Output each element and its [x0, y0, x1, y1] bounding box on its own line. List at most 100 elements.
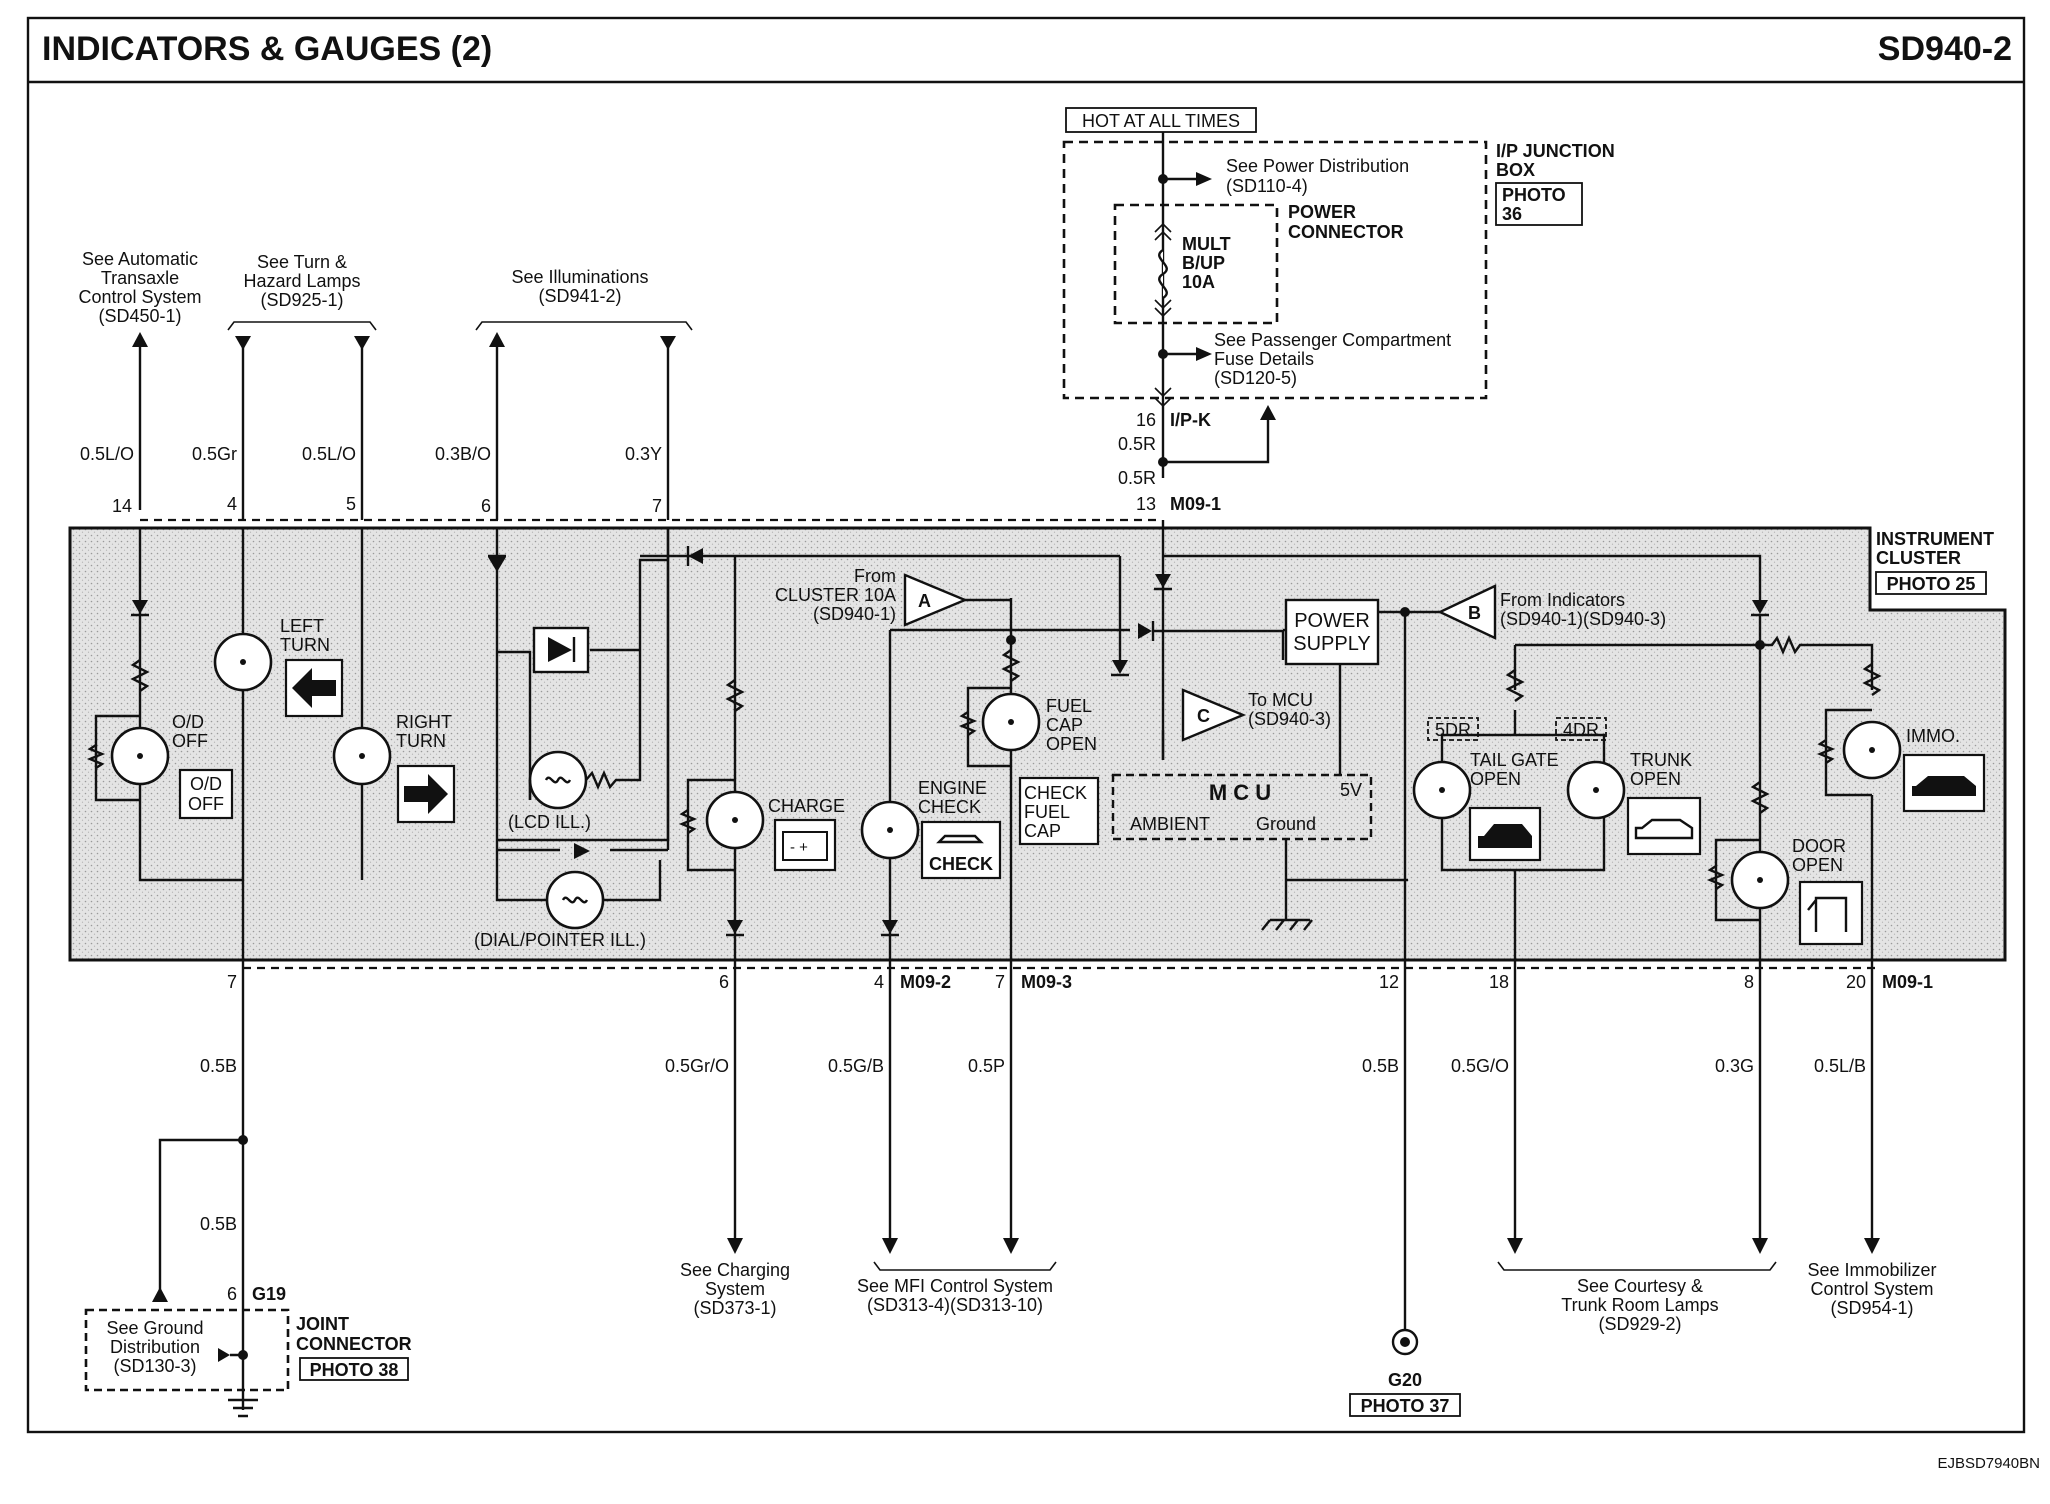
fuse-icon — [1158, 248, 1168, 300]
ground-distribution-ref: See Ground — [106, 1318, 203, 1338]
svg-text:CAP: CAP — [1046, 715, 1083, 735]
svg-text:See Illuminations: See Illuminations — [511, 267, 648, 287]
diagram-title: INDICATORS & GAUGES (2) — [42, 30, 492, 68]
fuel-cap-label: FUEL — [1046, 696, 1092, 716]
svg-text:- +: - + — [790, 839, 808, 856]
wire-color-7: 0.3Y — [625, 444, 662, 464]
fuse-label: MULT — [1182, 234, 1231, 254]
od-off-icon-box — [178, 768, 234, 820]
svg-text:Fuse Details: Fuse Details — [1214, 349, 1314, 369]
wire-color-5: 0.5L/O — [302, 444, 356, 464]
4dr-label: 4DR — [1563, 720, 1599, 740]
svg-text:(SD373-1): (SD373-1) — [693, 1298, 776, 1318]
tag-a-label: A — [918, 591, 931, 611]
svg-text:10A: 10A — [1182, 272, 1215, 292]
bottom-wire-color-0: 0.5B — [200, 1056, 237, 1076]
cluster-wiring — [86, 520, 1902, 960]
bottom-wire-color-1: 0.5Gr/O — [665, 1056, 729, 1076]
5dr-label: 5DR — [1435, 720, 1471, 740]
passenger-fuse-ref: See Passenger Compartment — [1214, 330, 1451, 350]
ref-charging-system: See Charging System (SD373-1) — [680, 1260, 790, 1318]
tag-b-label: B — [1468, 603, 1481, 623]
ref-illuminations: See Illuminations (SD941-2) — [475, 267, 693, 331]
mcu-ground-label: Ground — [1256, 814, 1316, 834]
bottom-wire-color-5: 0.5G/O — [1451, 1056, 1509, 1076]
power-connector-box — [1113, 203, 1279, 325]
footer-code: EJBSD7940BN — [1937, 1455, 2040, 1472]
ref-courtesy-trunk-lamps: See Courtesy & Trunk Room Lamps (SD929-2… — [1561, 1276, 1718, 1334]
svg-text:CONNECTOR: CONNECTOR — [296, 1334, 412, 1354]
from-indicators-label: From Indicators — [1500, 590, 1625, 610]
pin-14: 14 — [112, 496, 132, 516]
joint-pin: 6 — [227, 1284, 237, 1304]
power-supply-label: POWER — [1294, 610, 1370, 632]
power-distribution-ref: See Power Distribution — [1226, 156, 1409, 176]
svg-text:B/UP: B/UP — [1182, 253, 1225, 273]
svg-text:See Immobilizer: See Immobilizer — [1807, 1260, 1936, 1280]
mcu-ambient-label: AMBIENT — [1130, 814, 1210, 834]
wire-color-0-5r-b: 0.5R — [1118, 468, 1156, 488]
bottom-wires — [152, 960, 1880, 1360]
tail-gate-label: TAIL GATE — [1470, 750, 1559, 770]
ipk-connector: I/P-K — [1170, 410, 1211, 430]
instrument-cluster-name: INSTRUMENT — [1876, 529, 1994, 549]
svg-text:System: System — [705, 1279, 765, 1299]
pin-13: 13 — [1136, 494, 1156, 514]
svg-text:Control System: Control System — [78, 287, 201, 307]
svg-text:Trunk Room Lamps: Trunk Room Lamps — [1561, 1295, 1718, 1315]
tag-a-icon — [903, 573, 969, 627]
ref-mfi-control-system: See MFI Control System (SD313-4)(SD313-1… — [857, 1276, 1053, 1315]
pin-5: 5 — [346, 494, 356, 514]
svg-text:FUEL: FUEL — [1024, 802, 1070, 822]
bottom-wire-color-3: 0.5P — [968, 1056, 1005, 1076]
pin-7: 7 — [652, 496, 662, 516]
svg-text:See Courtesy &: See Courtesy & — [1577, 1276, 1703, 1296]
from-cluster-label: From — [854, 566, 896, 586]
svg-text:(SD940-1): (SD940-1) — [813, 604, 896, 624]
svg-text:(SD110-4): (SD110-4) — [1226, 176, 1308, 196]
bottom-wire-color-4: 0.5B — [1362, 1056, 1399, 1076]
bottom-pin-4: 4 — [874, 972, 884, 992]
svg-text:(SD450-1): (SD450-1) — [98, 306, 181, 326]
g20-photo: PHOTO 37 — [1361, 1396, 1450, 1416]
4dr-box — [1555, 717, 1607, 741]
g20-label: G20 — [1388, 1370, 1422, 1390]
svg-text:(SD929-2): (SD929-2) — [1598, 1314, 1681, 1334]
connector-m09-3: M09-3 — [1021, 972, 1072, 992]
svg-text:(SD954-1): (SD954-1) — [1830, 1298, 1913, 1318]
wire-color-6: 0.3B/O — [435, 444, 491, 464]
power-supply-box — [1284, 598, 1380, 666]
engine-check-icon-box — [920, 820, 1002, 880]
tag-c-icon — [1181, 688, 1247, 742]
connector-m09-2: M09-2 — [900, 972, 951, 992]
svg-text:See Charging: See Charging — [680, 1260, 790, 1280]
svg-text:PHOTO 25: PHOTO 25 — [1887, 574, 1976, 594]
svg-text:(SD940-1)(SD940-3): (SD940-1)(SD940-3) — [1500, 609, 1666, 629]
svg-text:TURN: TURN — [280, 635, 330, 655]
cluster-icons: O/D OFF - + CHECK CHECK FUEL CAP — [178, 658, 1986, 946]
junction-box-name: I/P JUNCTION — [1496, 141, 1615, 161]
svg-text:OPEN: OPEN — [1630, 769, 1681, 789]
battery-icon — [773, 818, 837, 872]
bottom-pin-7b: 7 — [995, 972, 1005, 992]
door-open-car-icon — [1798, 880, 1864, 946]
immo-label: IMMO. — [1906, 726, 1960, 746]
hot-at-all-times: HOT AT ALL TIMES — [1082, 111, 1240, 131]
svg-text:OFF: OFF — [172, 731, 208, 751]
svg-text:Distribution: Distribution — [110, 1337, 200, 1357]
svg-text:(SD941-2): (SD941-2) — [538, 286, 621, 306]
joint-conn-g19: G19 — [252, 1284, 286, 1304]
bottom-pin-18: 18 — [1489, 972, 1509, 992]
lcd-ill-label: (LCD ILL.) — [508, 812, 591, 832]
pin-4: 4 — [227, 494, 237, 514]
svg-text:OPEN: OPEN — [1792, 855, 1843, 875]
ip-junction-box: HOT AT ALL TIMES I/P JUNCTION BOX PHOTO … — [1062, 107, 1615, 514]
svg-text:See Automatic: See Automatic — [82, 249, 198, 269]
power-connector-label: POWER — [1288, 202, 1356, 222]
ref-immobilizer-control: See Immobilizer Control System (SD954-1) — [1807, 1260, 1936, 1318]
left-turn-label: LEFT — [280, 616, 324, 636]
door-open-label: DOOR — [1792, 836, 1846, 856]
joint-connector-photo — [299, 1357, 409, 1381]
